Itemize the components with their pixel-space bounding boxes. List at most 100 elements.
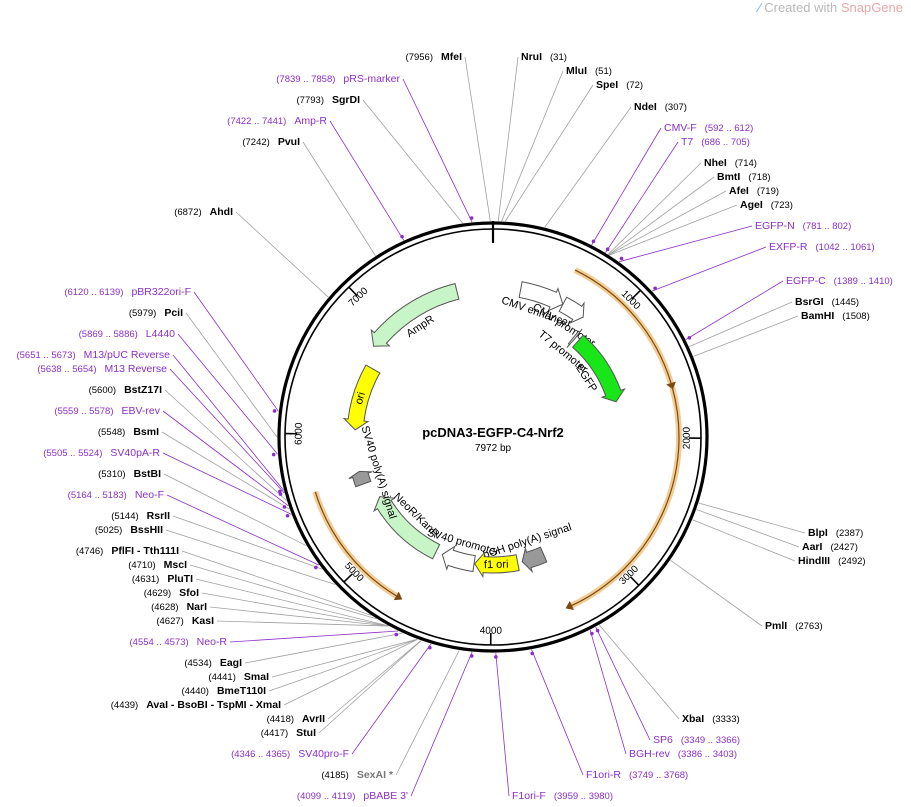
enzyme-site-sgrdi[interactable]: (7793)SgrDI (297, 94, 361, 106)
primer-site-label-ebv-rev[interactable]: (5559 .. 5578)EBV-rev (54, 405, 160, 417)
enzyme-label-nhei: NheI(714) (704, 157, 757, 169)
orf-arc-core-2 (571, 387, 680, 606)
enzyme-label-sfoi: (4629)SfoI (144, 587, 199, 599)
enzyme-position-sgrdi: (7793) (297, 95, 324, 106)
primer-name-neo-f: Neo-F (135, 489, 164, 501)
primer-site-label-exfp-r[interactable]: EXFP-R(1042 .. 1061) (769, 241, 875, 253)
primer-site-label-egfp-c[interactable]: EGFP-C(1389 .. 1410) (786, 275, 893, 287)
enzyme-site-kasi[interactable]: (4627)KasI (156, 615, 214, 627)
enzyme-site-bamhi[interactable]: BamHI(1508) (801, 310, 870, 322)
primer-site-label-egfp-n[interactable]: EGFP-N(781 .. 802) (755, 220, 851, 232)
primer-site-label-neo-f[interactable]: (5164 .. 5183)Neo-F (68, 489, 164, 501)
primer-site-label-amp-r[interactable]: (7422 .. 7441)Amp-R (227, 115, 327, 127)
enzyme-site-sfoi[interactable]: (4629)SfoI (144, 587, 199, 599)
enzyme-site-smai[interactable]: (4441)SmaI (208, 671, 269, 683)
primer-site-label-pbabe-3[interactable]: (4099 .. 4119)pBABE 3' (297, 790, 408, 802)
primer-leader-neo-r (229, 630, 399, 643)
enzyme-site-avrii[interactable]: (4418)AvrII (267, 713, 326, 725)
primer-leader-t7 (605, 141, 679, 253)
enzyme-site-stui[interactable]: (4417)StuI (261, 727, 316, 739)
enzyme-position-pflfi-tth111i: (4746) (76, 546, 103, 557)
enzyme-site-mfei[interactable]: (7956)MfeI (406, 51, 463, 63)
enzyme-site-pluti[interactable]: (4631)PluTI (132, 573, 193, 585)
primer-leader-m13-puc-reverse (172, 354, 285, 491)
enzyme-site-sexai[interactable]: (4185)SexAI * (321, 769, 394, 781)
primer-site-label-m13-reverse[interactable]: (5638 .. 5654)M13 Reverse (37, 363, 167, 375)
enzyme-site-pvui[interactable]: (7242)PvuI (242, 136, 300, 148)
primer-site-label-neo-r[interactable]: (4554 .. 4573)Neo-R (130, 636, 228, 648)
enzyme-site-spei[interactable]: SpeI(72) (596, 79, 643, 91)
primer-site-label-l4440[interactable]: (5869 .. 5886)L4440 (79, 328, 176, 340)
primer-site-label-t7[interactable]: T7(686 .. 705) (681, 136, 750, 148)
enzyme-site-ndei[interactable]: NdeI(307) (634, 101, 687, 113)
tick-1000 (631, 289, 642, 300)
enzyme-site-bsrgi[interactable]: BsrGI(1445) (795, 296, 859, 308)
enzyme-site-blpi[interactable]: BlpI(2387) (808, 527, 863, 539)
enzyme-site-hindiii[interactable]: HindIII(2492) (798, 555, 866, 567)
feature-sv40-poly-a-signal[interactable]: SV40 poly(A) signal (348, 425, 399, 521)
enzyme-label-eagi: (4534)EagI (184, 657, 242, 669)
enzyme-site-bmti[interactable]: BmtI(718) (717, 171, 771, 183)
enzyme-site-bmet110i[interactable]: (4440)BmeT110I (182, 685, 267, 697)
primer-site-label-sp6[interactable]: SP6(3349 .. 3366) (653, 734, 740, 746)
primer-name-l4440: L4440 (146, 328, 175, 340)
enzyme-site-pcii[interactable]: (5979)PciI (129, 307, 183, 319)
primer-site-t7 (605, 247, 610, 252)
orf-arc-head-2 (565, 600, 575, 610)
enzyme-site-nhei[interactable]: NheI(714) (704, 157, 757, 169)
enzyme-site-bstbi[interactable]: (5310)BstBI (98, 468, 161, 480)
feature-egfp[interactable]: EGFP (571, 334, 626, 403)
primer-site-label-sv40pro-f[interactable]: (4346 .. 4365)SV40pro-F (231, 748, 349, 760)
feature-shape-sv40-promoter (441, 545, 476, 573)
primer-name-f1ori-r: F1ori-R (586, 769, 621, 781)
primer-site-label-f1ori-f[interactable]: F1ori-F(3959 .. 3980) (512, 790, 613, 802)
enzyme-site-eagi[interactable]: (4534)EagI (184, 657, 242, 669)
feature-shape-cmv-promoter (558, 296, 585, 325)
primer-site-label-sv40pa-r[interactable]: (5505 .. 5524)SV40pA-R (43, 447, 160, 459)
enzyme-label-xbai: XbaI(3333) (682, 713, 740, 725)
enzyme-site-ahdi[interactable]: (6872)AhdI (174, 206, 233, 218)
enzyme-site-afei[interactable]: AfeI(719) (729, 185, 779, 197)
primer-site-label-prs-marker[interactable]: (7839 .. 7858)pRS-marker (276, 73, 400, 85)
enzyme-label-pmli: PmlI(2763) (765, 620, 823, 632)
enzyme-site-bsshii[interactable]: (5025)BssHII (95, 524, 163, 536)
primer-position-prs-marker: (7839 .. 7858) (276, 74, 335, 85)
primer-site-label-f1ori-r[interactable]: F1ori-R(3749 .. 3768) (586, 769, 688, 781)
tick-label-6000: 6000 (293, 422, 304, 445)
primer-site-label-bgh-rev[interactable]: BGH-rev(3386 .. 3403) (629, 748, 737, 760)
enzyme-name-nrui: NruI (521, 51, 542, 63)
enzyme-site-agei[interactable]: AgeI(723) (740, 199, 793, 211)
primer-position-egfp-c: (1389 .. 1410) (834, 276, 893, 287)
enzyme-site-aari[interactable]: AarI(2427) (802, 541, 858, 553)
enzyme-label-avrii: (4418)AvrII (267, 713, 326, 725)
enzyme-site-pflfi-tth111i[interactable]: (4746)PflFI - Tth111I (76, 545, 179, 557)
enzyme-site-bsmi[interactable]: (5548)BsmI (98, 426, 159, 438)
enzyme-site-nari[interactable]: (4628)NarI (151, 601, 207, 613)
primer-leader-cmv-f (591, 127, 662, 246)
enzyme-site-xbai[interactable]: XbaI(3333) (682, 713, 740, 725)
primer-site-exfp-r (653, 286, 657, 291)
enzyme-site-nrui[interactable]: NruI(31) (521, 51, 567, 63)
primer-position-f1ori-f: (3959 .. 3980) (554, 791, 613, 802)
primer-site-f1ori-r (530, 651, 535, 656)
enzyme-position-mfei: (7956) (406, 52, 433, 63)
primer-site-label-cmv-f[interactable]: CMV-F(592 .. 612) (664, 122, 753, 134)
enzyme-label-stui: (4417)StuI (261, 727, 316, 739)
enzyme-site-mlui[interactable]: MluI(51) (566, 65, 612, 77)
enzyme-position-avai-bsobi-tspmi-xmai: (4439) (111, 700, 138, 711)
enzyme-leader-mlui (501, 70, 564, 222)
feature-ampr[interactable]: AmpR (370, 283, 460, 347)
enzyme-site-rsrii[interactable]: (5144)RsrII (111, 510, 170, 522)
enzyme-name-sfoi: SfoI (179, 587, 199, 599)
enzyme-site-avai-bsobi-tspmi-xmai[interactable]: (4439)AvaI - BsoBI - TspMI - XmaI (111, 699, 281, 711)
plasmid-backbone (277, 221, 709, 653)
enzyme-name-smai: SmaI (244, 671, 269, 683)
enzyme-leader-sgrdi (362, 99, 463, 224)
enzyme-site-bstz17i[interactable]: (5600)BstZ17I (89, 384, 162, 396)
feature-ori[interactable]: ori (342, 364, 381, 431)
enzyme-site-msci[interactable]: (4710)MscI (128, 559, 187, 571)
enzyme-site-pmli[interactable]: PmlI(2763) (765, 620, 823, 632)
feature-f1-ori[interactable]: f1 ori (474, 551, 520, 579)
primer-site-label-m13-puc-reverse[interactable]: (5651 .. 5673)M13/pUC Reverse (16, 349, 170, 361)
primer-site-label-pbr322ori-f[interactable]: (6120 .. 6139)pBR322ori-F (64, 286, 191, 298)
